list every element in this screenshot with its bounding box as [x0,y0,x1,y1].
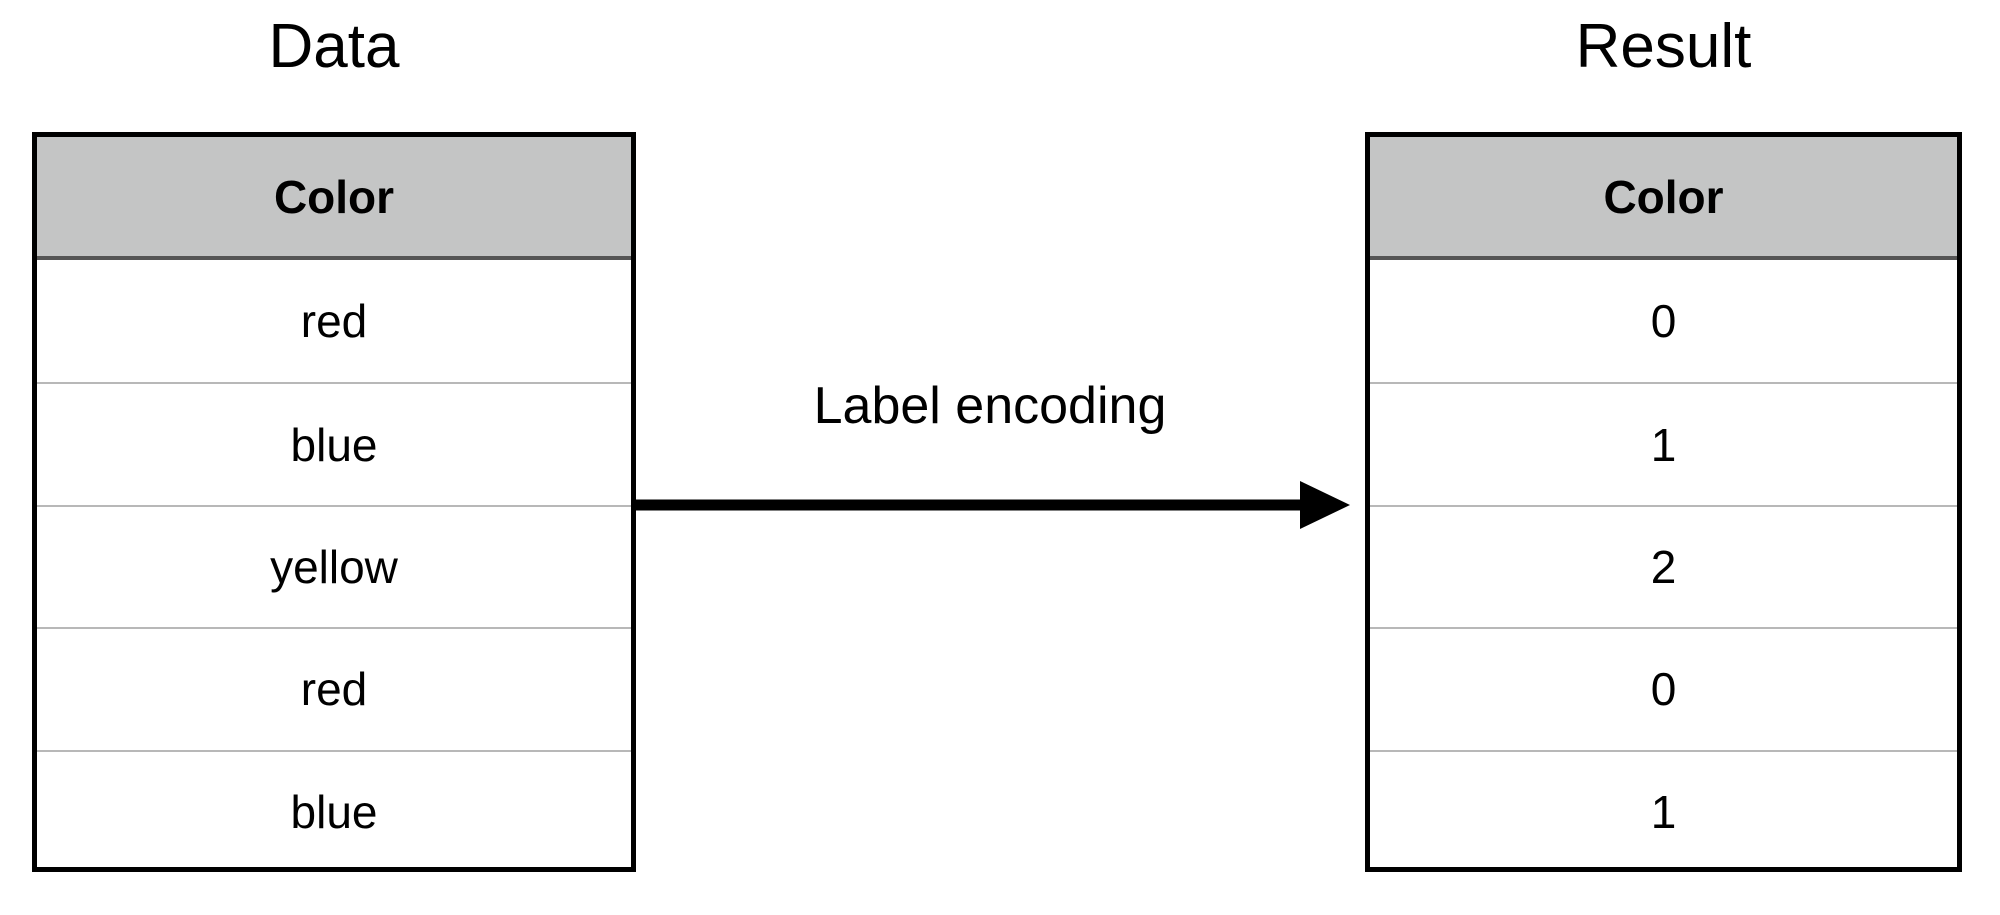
table-row: blue [37,382,631,504]
table-row: blue [37,749,631,872]
result-cell-code-2: 1 [1650,418,1677,471]
data-table: Color red blue yellow red blue [32,132,636,872]
table-row: 0 [1370,627,1957,749]
connector-label: Label encoding [813,377,1167,435]
result-cell-code-4: 0 [1650,663,1677,716]
result-cell-code-3: 2 [1650,540,1677,593]
result-cell-code-1: 0 [1650,295,1677,348]
table-row: yellow [37,504,631,627]
result-cell-code-5: 1 [1650,785,1677,838]
data-cell-color-2: blue [290,418,378,471]
data-table-body: red blue yellow red blue [37,260,631,872]
data-table-column-header-color: Color [273,170,395,223]
data-table-header-row: Color [37,137,631,260]
table-row: red [37,260,631,382]
data-cell-color-4: red [300,663,368,716]
table-row: 0 [1370,260,1957,382]
arrow-right-icon [633,481,1350,529]
result-panel-title: Result [1575,12,1752,81]
data-panel-title: Data [268,12,400,81]
result-table-column-header-color: Color [1603,170,1724,223]
table-row: 2 [1370,504,1957,627]
transformation-connector: Label encoding [600,380,1380,570]
result-table: Color 0 1 2 0 1 [1365,132,1962,872]
data-cell-color-3: yellow [270,540,398,593]
data-cell-color-1: red [300,295,368,348]
result-table-header-row: Color [1370,137,1957,260]
table-row: red [37,627,631,749]
table-row: 1 [1370,749,1957,872]
result-table-body: 0 1 2 0 1 [1370,260,1957,872]
table-row: 1 [1370,382,1957,504]
data-cell-color-5: blue [290,785,378,838]
